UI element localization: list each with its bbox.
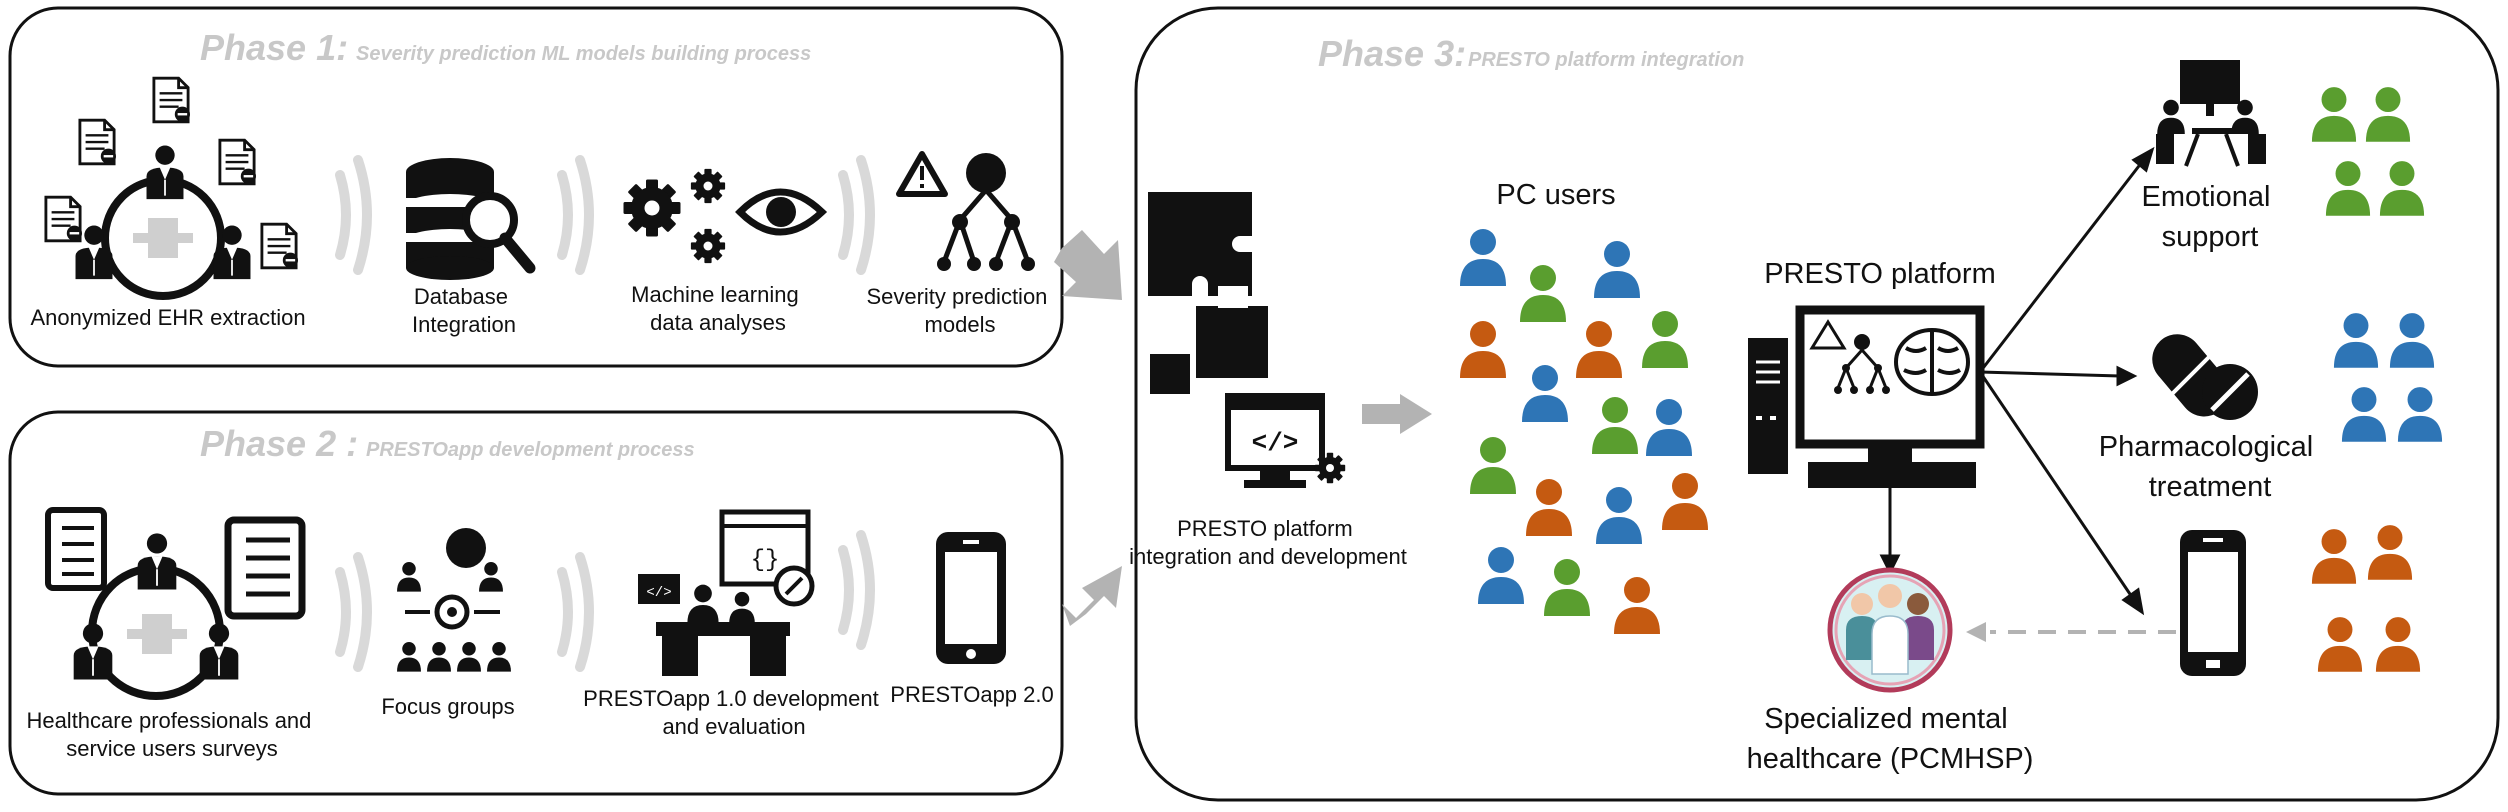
phase1-box: Phase 1: Severity prediction ML models b…	[8, 6, 1064, 368]
flow-arrow-icon	[1362, 394, 1432, 434]
output-label: Emotional support	[2141, 181, 2278, 253]
developer-desk-icon: {} </>	[638, 509, 815, 676]
phase3-box: Phase 3: PRESTO platform integration </>…	[1129, 6, 2500, 802]
pc-users-label: PC users	[1496, 179, 1615, 211]
output-label: Pharmacological treatment	[2099, 431, 2321, 503]
people-network-icon	[44, 76, 298, 300]
warning-tree-icon	[896, 151, 1035, 271]
phase1-subtitle: Severity prediction ML models building p…	[356, 43, 811, 65]
phase1-title: Phase 1:	[200, 27, 348, 68]
svg-text:</>: </>	[1252, 428, 1299, 458]
wave-icon	[335, 155, 372, 275]
step-label: Machine learning data analyses	[631, 282, 805, 335]
wave-icon	[335, 552, 372, 672]
code-monitor-icon: </>	[1225, 393, 1346, 488]
database-search-icon	[406, 158, 536, 280]
wave-icon	[557, 552, 594, 672]
wave-icon	[838, 155, 875, 275]
computer-tower-icon	[1748, 338, 1788, 474]
step-label: Healthcare professionals and service use…	[26, 708, 317, 761]
platform-label: PRESTO platform	[1764, 258, 1996, 290]
doctors-badge-icon	[1827, 567, 1953, 693]
return-arrow	[1966, 622, 2176, 642]
integration-label: PRESTO platform integration and developm…	[1129, 516, 1407, 569]
tablet-list-icon	[224, 516, 306, 620]
step-label: Anonymized EHR extraction	[30, 305, 305, 330]
phase2-title: Phase 2 :	[200, 423, 358, 464]
step-label: Focus groups	[381, 694, 514, 719]
svg-text:</>: </>	[646, 585, 671, 601]
step-label: Severity prediction models	[866, 284, 1053, 337]
smartphone-icon	[936, 532, 1006, 664]
gears-eye-icon	[623, 168, 828, 264]
wave-icon	[557, 155, 594, 275]
focus-group-icon	[397, 528, 511, 672]
smartphone-icon	[2180, 530, 2246, 676]
step-label: Database Integration	[412, 284, 516, 337]
phase2-box: Phase 2 : PRESTOapp development process …	[8, 410, 1064, 796]
puzzle-icon	[1148, 192, 1268, 394]
people-network-icon	[72, 532, 240, 700]
output-arrows	[1879, 146, 2155, 616]
pills-icon	[2152, 334, 2258, 420]
svg-text:{}: {}	[751, 547, 780, 574]
checklist-icon	[45, 507, 107, 591]
phase2-subtitle: PRESTOapp development process	[366, 439, 695, 461]
step-label: PRESTOapp 1.0 development and evaluation	[583, 686, 885, 739]
phase3-title: Phase 3:	[1318, 33, 1466, 74]
flow-arrow-icon	[1054, 230, 1122, 626]
therapy-session-icon	[2156, 60, 2266, 167]
phase3-subtitle: PRESTO platform integration	[1468, 49, 1744, 71]
wave-icon	[838, 530, 875, 650]
specialized-label: Specialized mental healthcare (PCMHSP)	[1747, 703, 2034, 775]
step-label: PRESTOapp 2.0	[890, 682, 1053, 707]
brain-icon	[1894, 328, 1970, 396]
